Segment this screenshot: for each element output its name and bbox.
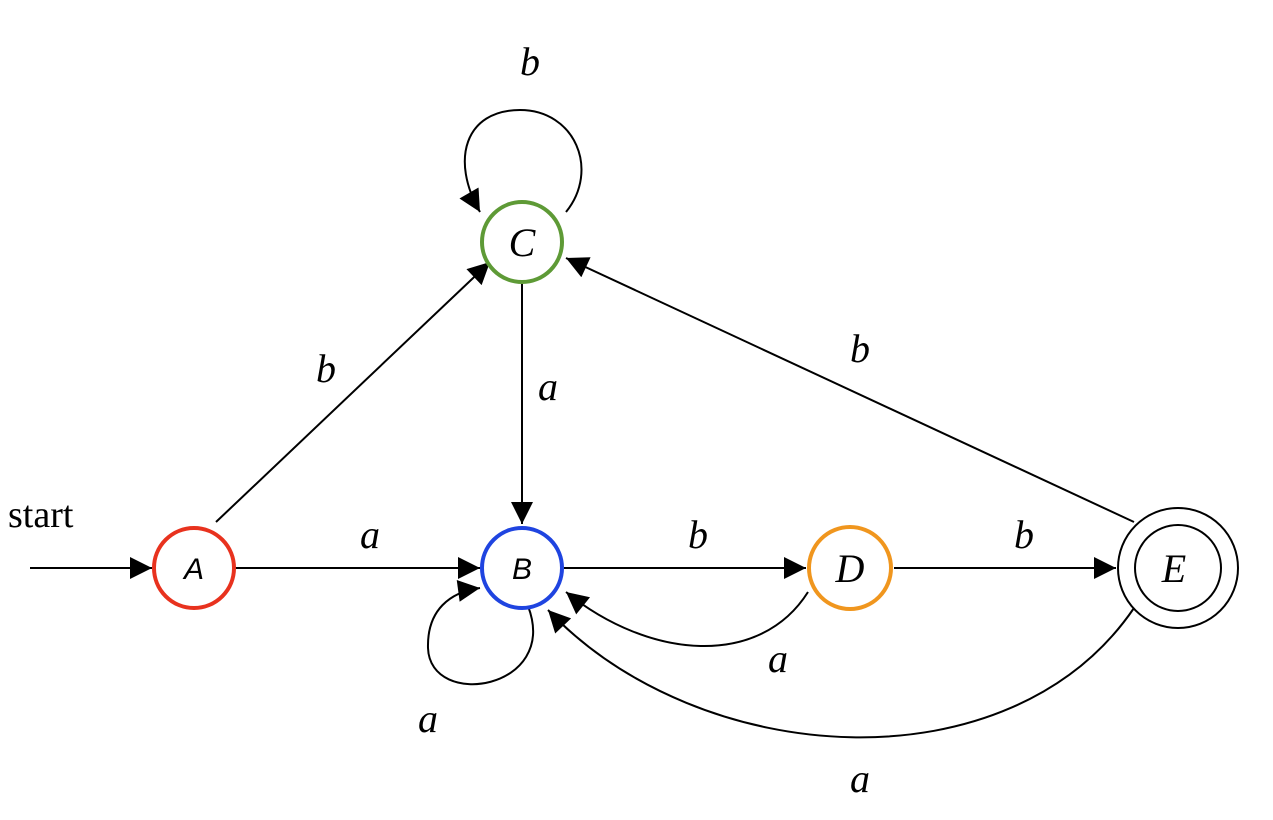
edge-label-b-to-d: b (688, 512, 708, 557)
edge-label-a-to-b: a (360, 512, 380, 557)
state-e-label: E (1161, 546, 1186, 591)
edge-label-d-to-e: b (1014, 512, 1034, 557)
state-b-label: B (512, 553, 532, 586)
edge-label-e-to-b: a (850, 756, 870, 801)
edge-e-to-b (547, 607, 1135, 739)
state-e: E (1117, 507, 1239, 629)
state-b: B (480, 526, 564, 610)
edge-b-loop (426, 580, 535, 686)
state-e-inner-circle (1134, 524, 1222, 612)
edge-label-a-to-c: b (316, 346, 336, 391)
edge-label-d-to-b: a (768, 636, 788, 681)
state-d-circle (807, 525, 893, 611)
edge-label-c-loop: b (520, 39, 540, 84)
edge-c-loop (459, 108, 583, 213)
state-a-circle (152, 526, 236, 610)
state-b-circle (480, 526, 564, 610)
start-label: start (8, 494, 74, 536)
edge-d-to-b (565, 591, 809, 647)
state-d-label: D (835, 546, 865, 591)
state-a: A (152, 526, 236, 610)
edge-a-to-c (215, 261, 491, 523)
state-c-label: C (509, 220, 537, 265)
state-d: D (807, 525, 893, 611)
edge-label-e-to-c: b (850, 326, 870, 371)
edge-label-b-loop: a (418, 696, 438, 741)
edge-label-c-to-b: a (538, 364, 558, 409)
state-a-label: A (182, 553, 204, 586)
edge-e-to-c (565, 257, 1135, 523)
state-c-circle (480, 200, 564, 284)
state-c: C (480, 200, 564, 284)
